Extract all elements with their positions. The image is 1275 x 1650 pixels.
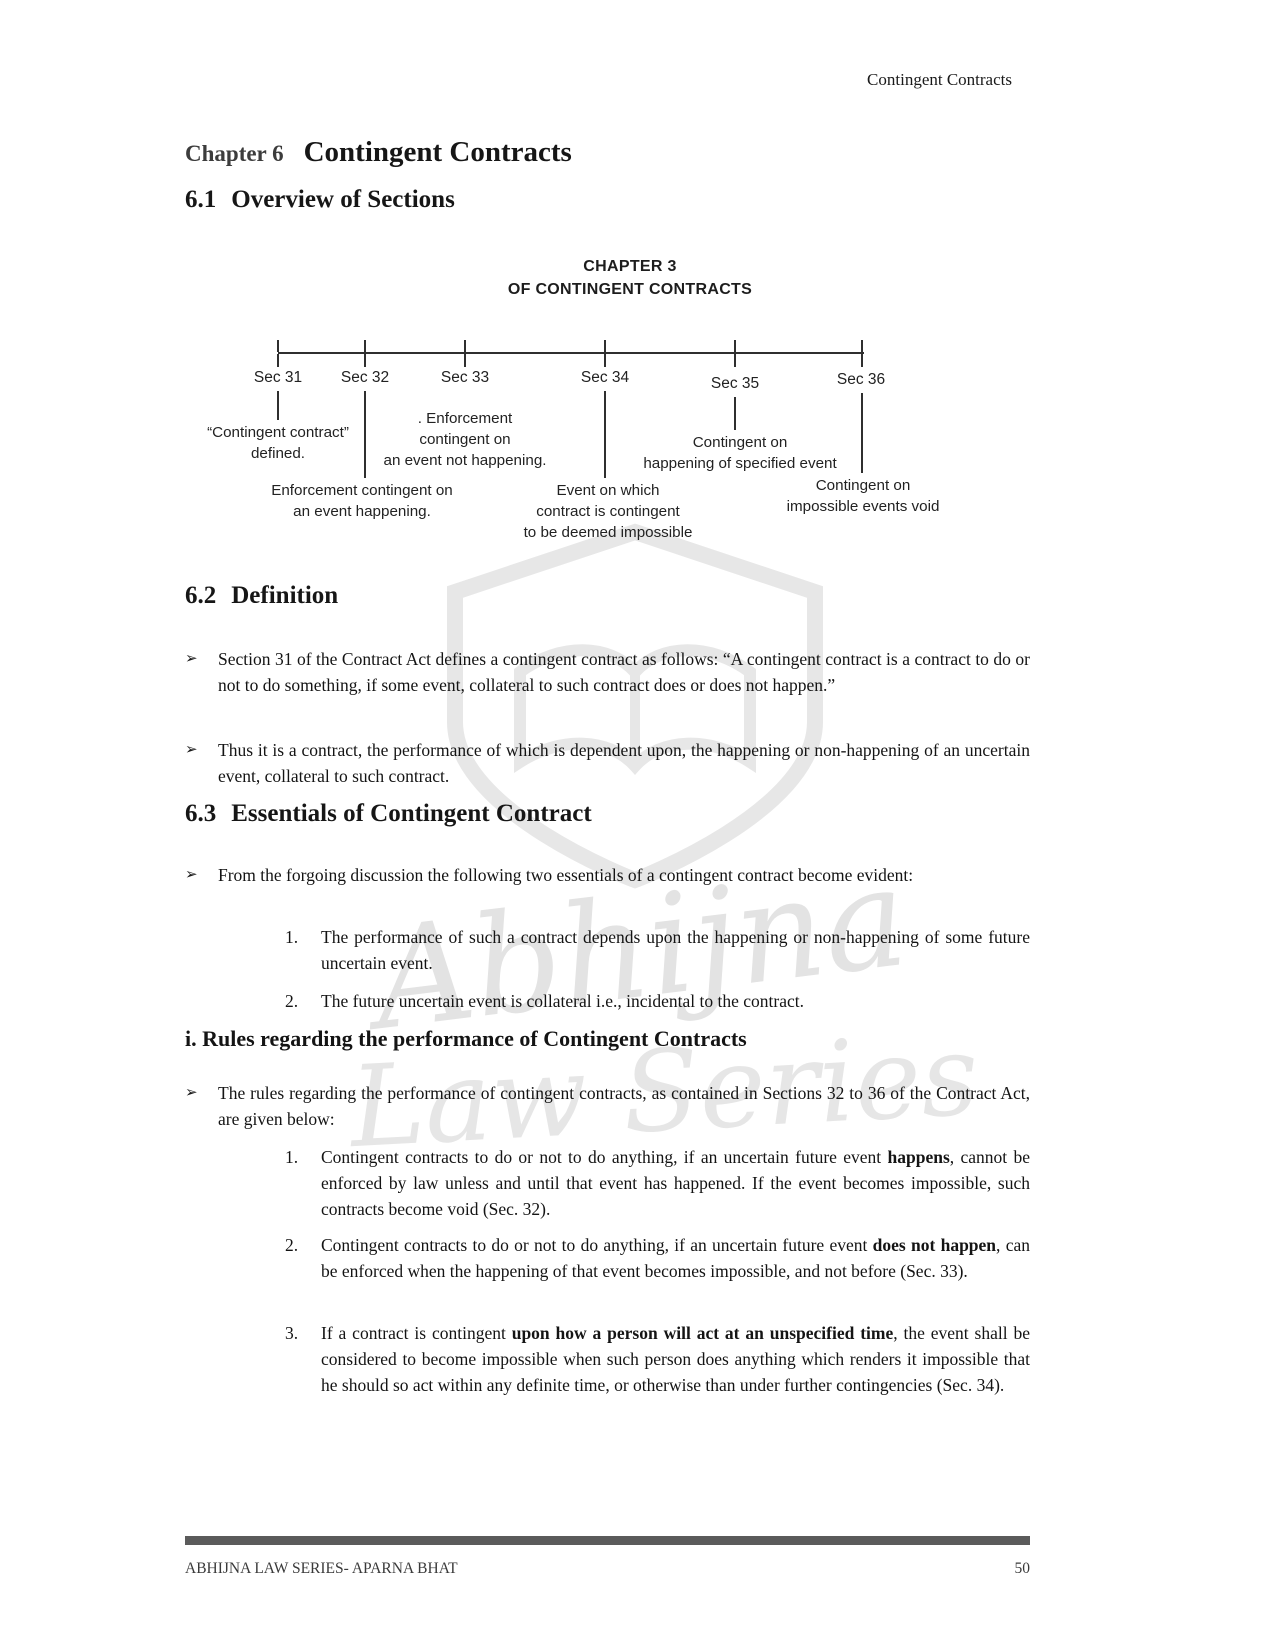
item-text: Contingent contracts to do or not to do … (321, 1147, 1030, 1219)
diagram-tick (734, 354, 736, 367)
diagram-connector (277, 391, 279, 420)
diagram-tick (734, 340, 736, 352)
section-6-3-number: 6.3 (185, 800, 217, 827)
diagram-branch-line (278, 352, 864, 354)
diagram-tick (464, 354, 466, 367)
footer-rule (185, 1536, 1030, 1545)
rule-item-3: 3. If a contract is contingent upon how … (185, 1320, 1030, 1398)
item-text: Contingent contracts to do or not to do … (321, 1235, 1030, 1281)
essentials-intro-bullet: ➢ From the forgoing discussion the follo… (185, 862, 1030, 888)
running-header: Contingent Contracts (867, 70, 1012, 89)
diagram-tick (364, 340, 366, 352)
item-text: The future uncertain event is collateral… (321, 991, 804, 1011)
diagram-connector (734, 397, 736, 430)
rules-intro-bullet: ➢ The rules regarding the performance of… (185, 1080, 1030, 1132)
item-number: 3. (285, 1323, 299, 1343)
section-6-1-number: 6.1 (185, 186, 217, 213)
rules-heading: i. Rules regarding the performance of Co… (185, 1026, 747, 1051)
diagram-connector (604, 391, 606, 478)
diagram-tick (861, 354, 863, 367)
chapter-heading: Chapter 6 Contingent Contracts (185, 136, 572, 169)
section-6-3-title: Essentials of Contingent Contract (231, 800, 592, 827)
diagram-tick (604, 354, 606, 367)
essentials-intro-text: From the forgoing discussion the followi… (218, 865, 914, 885)
item-text: The performance of such a contract depen… (321, 927, 1030, 973)
diagram-node-sec-35-description: Contingent on happening of specified eve… (643, 434, 837, 472)
diagram-node-sec-35-label: Sec 35 (710, 375, 760, 392)
rule-item-2: 2. Contingent contracts to do or not to … (185, 1232, 1030, 1284)
section-6-1-heading: 6.1 Overview of Sections (185, 186, 455, 214)
essential-item-1: 1. The performance of such a contract de… (185, 924, 1030, 976)
section-6-1-title: Overview of Sections (231, 186, 455, 213)
definition-bullet-1-text: Section 31 of the Contract Act defines a… (218, 649, 1030, 695)
footer-series-label: ABHIJNA LAW SERIES- APARNA BHAT (185, 1560, 458, 1577)
diagram-tick (277, 354, 279, 367)
bullet-arrow-icon: ➢ (185, 651, 198, 667)
diagram-node-sec-36-label: Sec 36 (836, 371, 886, 388)
item-text: If a contract is contingent upon how a p… (321, 1323, 1030, 1395)
rules-intro-text: The rules regarding the performance of c… (218, 1083, 1030, 1129)
diagram-node-sec-31-description: “Contingent contract” defined. (207, 424, 349, 462)
sections-overview-diagram: CHAPTER 3 OF CONTINGENT CONTRACTS Sec 31… (0, 250, 1275, 560)
item-number: 2. (285, 1235, 299, 1255)
diagram-tick (861, 340, 863, 352)
diagram-node-sec-36-description: Contingent on impossible events void (786, 477, 940, 515)
bullet-arrow-icon: ➢ (185, 867, 198, 883)
diagram-node-sec-32-description: Enforcement contingent on an event happe… (271, 482, 453, 520)
definition-bullet-1: ➢ Section 31 of the Contract Act defines… (185, 646, 1030, 698)
diagram-node-sec-32-label: Sec 32 (340, 369, 390, 386)
chapter-title: Contingent Contracts (303, 136, 572, 168)
diagram-node-sec-34-description: Event on which contract is contingent to… (523, 482, 693, 541)
diagram-tick (464, 340, 466, 352)
item-number: 1. (285, 1147, 299, 1167)
section-6-2-heading: 6.2 Definition (185, 582, 338, 610)
abhijna-shield-book-logo-watermark (447, 523, 823, 889)
diagram-tick (604, 340, 606, 352)
section-6-2-title: Definition (231, 582, 339, 609)
page-footer: ABHIJNA LAW SERIES- APARNA BHAT 50 (185, 1560, 1030, 1578)
definition-bullet-2: ➢ Thus it is a contract, the performance… (185, 737, 1030, 789)
section-6-2-number: 6.2 (185, 582, 217, 609)
bullet-arrow-icon: ➢ (185, 742, 198, 758)
diagram-tick (364, 354, 366, 367)
diagram-tick (277, 340, 279, 352)
diagram-connector (861, 393, 863, 473)
diagram-connector (364, 391, 366, 478)
diagram-title: CHAPTER 3 (583, 258, 677, 275)
diagram-node-sec-31-label: Sec 31 (253, 369, 303, 386)
essential-item-2: 2. The future uncertain event is collate… (185, 988, 1030, 1014)
item-number: 2. (285, 991, 299, 1011)
diagram-subtitle: OF CONTINGENT CONTRACTS (507, 281, 753, 298)
definition-bullet-2-text: Thus it is a contract, the performance o… (218, 740, 1030, 786)
diagram-node-sec-33-description: . Enforcement contingent on an event not… (383, 410, 547, 469)
chapter-number: Chapter 6 (185, 141, 284, 166)
diagram-node-sec-33-label: Sec 33 (440, 369, 490, 386)
rule-item-1: 1. Contingent contracts to do or not to … (185, 1144, 1030, 1222)
diagram-node-sec-34-label: Sec 34 (580, 369, 630, 386)
item-number: 1. (285, 927, 299, 947)
page-number: 50 (1014, 1560, 1031, 1577)
bullet-arrow-icon: ➢ (185, 1085, 198, 1101)
section-6-3-heading: 6.3 Essentials of Contingent Contract (185, 800, 592, 828)
